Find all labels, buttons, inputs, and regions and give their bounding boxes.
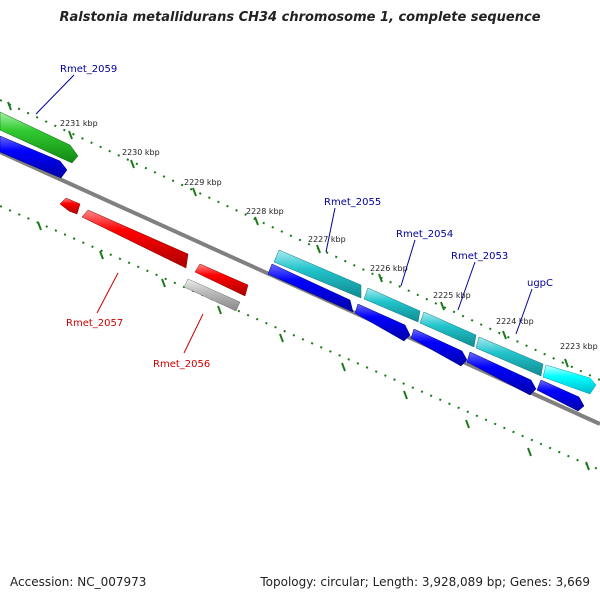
cds-blue-right[interactable]	[536, 379, 585, 412]
feature-rmet-2053[interactable]	[419, 311, 477, 348]
label-ugpc[interactable]: ugpC	[527, 278, 553, 289]
cds-blue-2055[interactable]	[267, 263, 354, 313]
label-rmet-2059[interactable]: Rmet_2059	[60, 64, 117, 75]
map-title: Ralstonia metallidurans CH34 chromosome …	[59, 10, 541, 25]
feature-rmet-2056[interactable]	[183, 278, 241, 312]
label-rmet-2057[interactable]: Rmet_2057	[66, 318, 123, 329]
label-leaders	[35, 74, 533, 354]
feature-cyan[interactable]	[542, 364, 597, 395]
feature-rmet-2057[interactable]	[81, 209, 189, 269]
scale-label-2224: 2224 kbp	[496, 317, 534, 326]
feature-rmet-2055[interactable]	[273, 249, 362, 299]
feature-rmet-2054[interactable]	[363, 287, 421, 323]
label-rmet-2054[interactable]: Rmet_2054	[396, 229, 453, 240]
feature-rmet-2056-red[interactable]	[194, 263, 249, 297]
feature-ugpc[interactable]	[475, 336, 544, 377]
label-rmet-2053[interactable]: Rmet_2053	[451, 251, 508, 262]
label-rmet-2056[interactable]: Rmet_2056	[153, 359, 210, 370]
feature-rmet-2058[interactable]	[59, 197, 81, 215]
scale-label-2231: 2231 kbp	[60, 119, 98, 128]
feature-rmet-2059[interactable]	[0, 111, 79, 164]
lower-scale-ticks	[0, 205, 600, 471]
cds-blue-2053[interactable]	[410, 328, 468, 367]
lower-major-ticks	[37, 221, 590, 471]
scale-label-2226: 2226 kbp	[370, 264, 408, 273]
cds-blue-ugpc[interactable]	[466, 351, 537, 396]
scale-label-2223: 2223 kbp	[560, 342, 598, 351]
label-rmet-2055[interactable]: Rmet_2055	[324, 197, 381, 208]
scale-label-2227: 2227 kbp	[308, 235, 346, 244]
accession-text: Accession: NC_007973	[10, 575, 147, 589]
upper-major-ticks	[7, 101, 569, 368]
cds-blue-2054[interactable]	[354, 303, 411, 342]
scale-label-2228: 2228 kbp	[246, 207, 284, 216]
scale-label-2230: 2230 kbp	[122, 148, 160, 157]
upper-scale-ticks	[0, 99, 600, 381]
cds-blue-left[interactable]	[0, 135, 68, 179]
scale-label-2225: 2225 kbp	[433, 291, 471, 300]
scale-label-2229: 2229 kbp	[184, 178, 222, 187]
genome-summary-text: Topology: circular; Length: 3,928,089 bp…	[260, 575, 590, 589]
